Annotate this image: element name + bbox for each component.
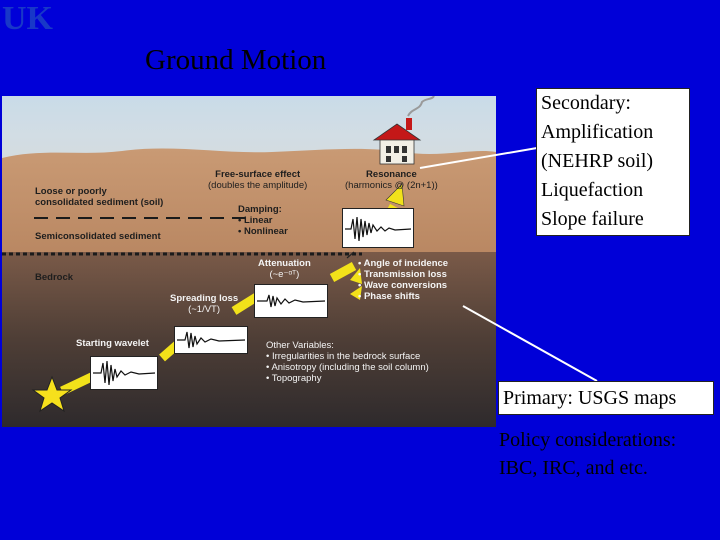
starting-wavelet-label: Starting wavelet	[76, 338, 149, 349]
spreading-loss-label: Spreading loss (~1/VT)	[170, 293, 239, 315]
attenuation-label: Attenuation (~e⁻ᵅᵀ)	[258, 258, 311, 280]
primary-callout: Primary: USGS maps	[498, 381, 714, 415]
uk-logo-text: UK	[2, 0, 54, 34]
wavelet-trace	[345, 216, 412, 242]
wavelet-trace	[177, 331, 246, 349]
surface-wavelet-box	[342, 208, 414, 248]
attenuation-wavelet-box	[254, 284, 328, 318]
damping-label: Damping: • Linear • Nonlinear	[238, 204, 288, 237]
free-surface-label: Free-surface effect (doubles the amplitu…	[208, 169, 308, 191]
primary-connector	[462, 305, 598, 382]
house-icon	[372, 96, 435, 165]
wavelet-trace	[93, 360, 156, 386]
secondary-callout: Secondary: Amplification (NEHRP soil) Li…	[536, 88, 690, 236]
spreading-wavelet-box	[174, 326, 248, 354]
secondary-connector	[419, 147, 538, 169]
bedrock-label: Bedrock	[35, 272, 74, 283]
resonance-label: Resonance (harmonics @ (2n+1))	[345, 169, 438, 191]
earthquake-star-icon	[31, 375, 73, 413]
slide-title: Ground Motion	[145, 44, 327, 76]
starting-wavelet-box	[90, 356, 158, 390]
wavelet-trace	[257, 294, 326, 308]
policy-text: Policy considerations: IBC, IRC, and etc…	[499, 429, 677, 479]
semiconsolidated-label: Semiconsolidated sediment	[35, 231, 161, 242]
incidence-list: • Angle of incidence • Transmission loss…	[358, 258, 449, 302]
uk-logo: UK	[2, 0, 54, 34]
other-variables-list: Other Variables: • Irregularities in the…	[266, 340, 429, 384]
wave-arrow-head	[385, 183, 405, 207]
